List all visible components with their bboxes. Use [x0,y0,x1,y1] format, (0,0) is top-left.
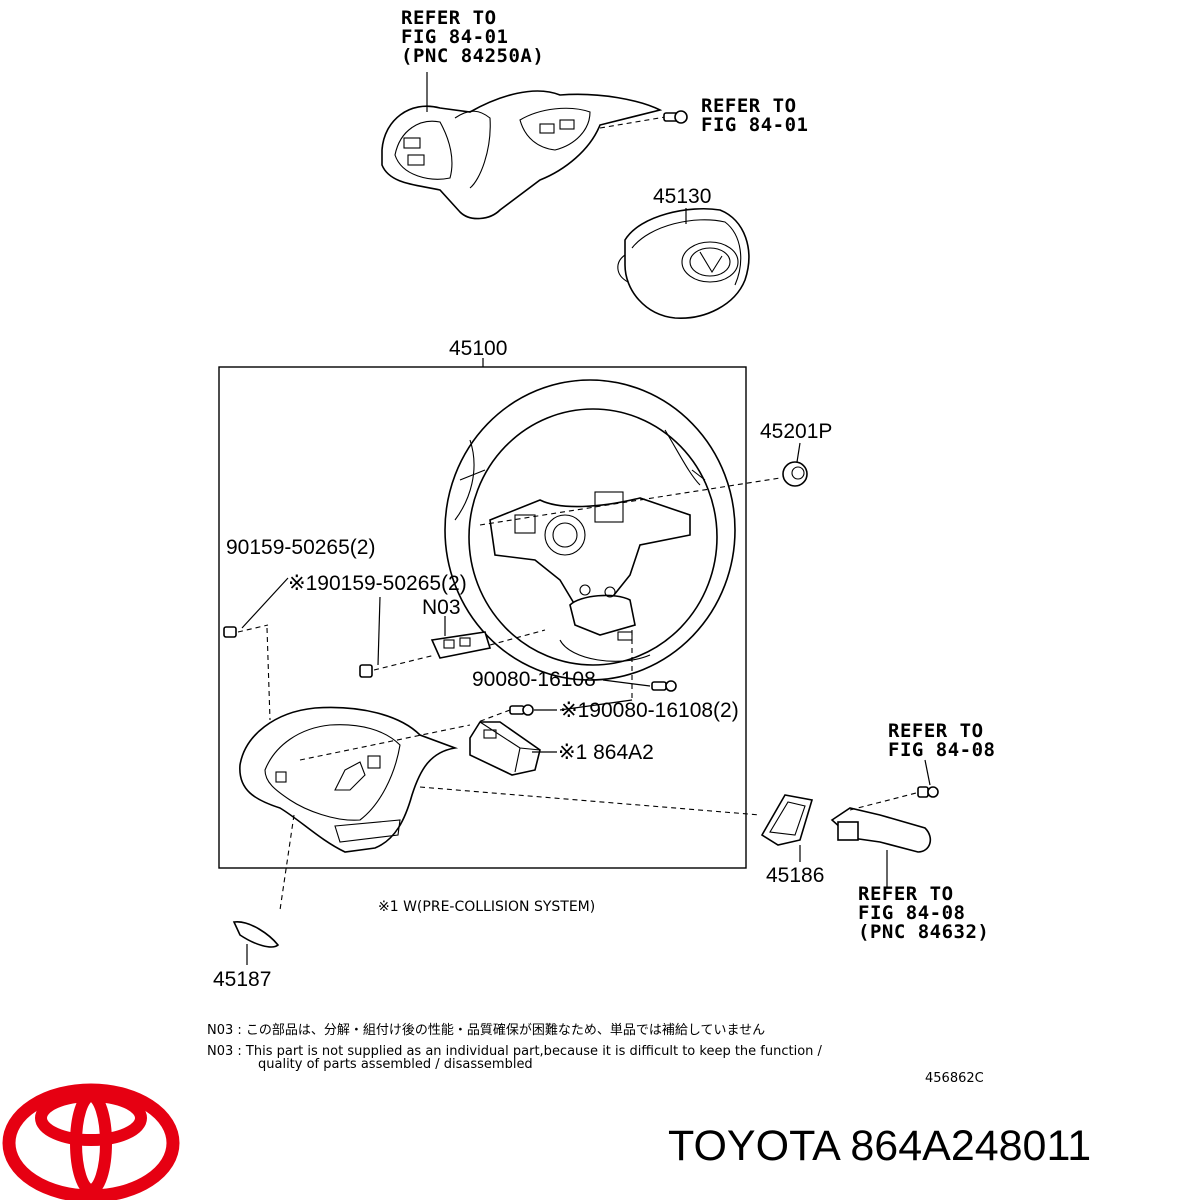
switch-bezel-top [381,72,663,220]
airbag-45130 [617,207,750,319]
trim-45187 [232,921,280,965]
screw-90080-b [477,704,557,723]
label-45186: 45186 [766,864,824,887]
label-90080-a: 90080-16108 [472,668,596,691]
svg-text:FIG 84-01: FIG 84-01 [701,114,808,136]
refer-top-label: REFER TO FIG 84-01 (PNC 84250A) [401,7,544,67]
screw-90080-a [559,630,677,711]
toyota-logo [2,1083,180,1200]
lever-84632 [830,759,939,888]
diagram-code: 456862C [925,1071,984,1086]
label-45100: 45100 [449,337,507,360]
label-90159-b: ※190159-50265(2) [288,572,467,595]
label-90159-a: 90159-50265(2) [226,536,375,559]
bolt-90159-b [359,596,436,678]
label-n03: N03 [422,596,461,619]
label-45187: 45187 [213,968,271,991]
screw-top [599,110,688,129]
svg-text:REFER TO: REFER TO [858,883,954,905]
paddle-45186 [760,794,814,862]
svg-text:REFER TO: REFER TO [401,7,497,29]
svg-text:FIG 84-01: FIG 84-01 [401,26,508,48]
label-45201p: 45201P [760,420,832,443]
refer-screw-label: REFER TO FIG 84-01 [701,95,808,136]
svg-text:(PNC 84632): (PNC 84632) [858,921,989,943]
label-45130: 45130 [653,185,711,208]
footnote-w: ※1 W(PRE-COLLISION SYSTEM) [378,899,595,915]
note-jp: N03 : この部品は、分解・組付け後の性能・品質確保が困難なため、単品では補給… [207,1022,765,1038]
svg-text:REFER TO: REFER TO [888,720,984,742]
switch-n03 [430,616,546,659]
svg-text:REFER TO: REFER TO [701,95,797,117]
brand-part-number: TOYOTA 864A248011 [668,1122,1091,1170]
cap-45201p [479,442,808,526]
label-864a2: ※1 864A2 [558,741,654,764]
note-en-1: N03 : This part is not supplied as an in… [207,1044,823,1059]
svg-text:FIG 84-08: FIG 84-08 [858,902,965,924]
lower-cover [239,706,761,911]
svg-text:FIG 84-08: FIG 84-08 [888,739,995,761]
refer-pnc84632-label: REFER TO FIG 84-08 (PNC 84632) [858,883,989,943]
svg-text:(PNC 84250A): (PNC 84250A) [401,45,544,67]
bolt-90159-a [223,577,289,721]
steering-wheel [444,379,736,681]
label-90080-b: ※190080-16108(2) [560,699,739,722]
note-en-2: quality of parts assembled / disassemble… [258,1057,533,1072]
refer-0808-label: REFER TO FIG 84-08 [888,720,995,761]
module-864a2 [469,721,557,776]
